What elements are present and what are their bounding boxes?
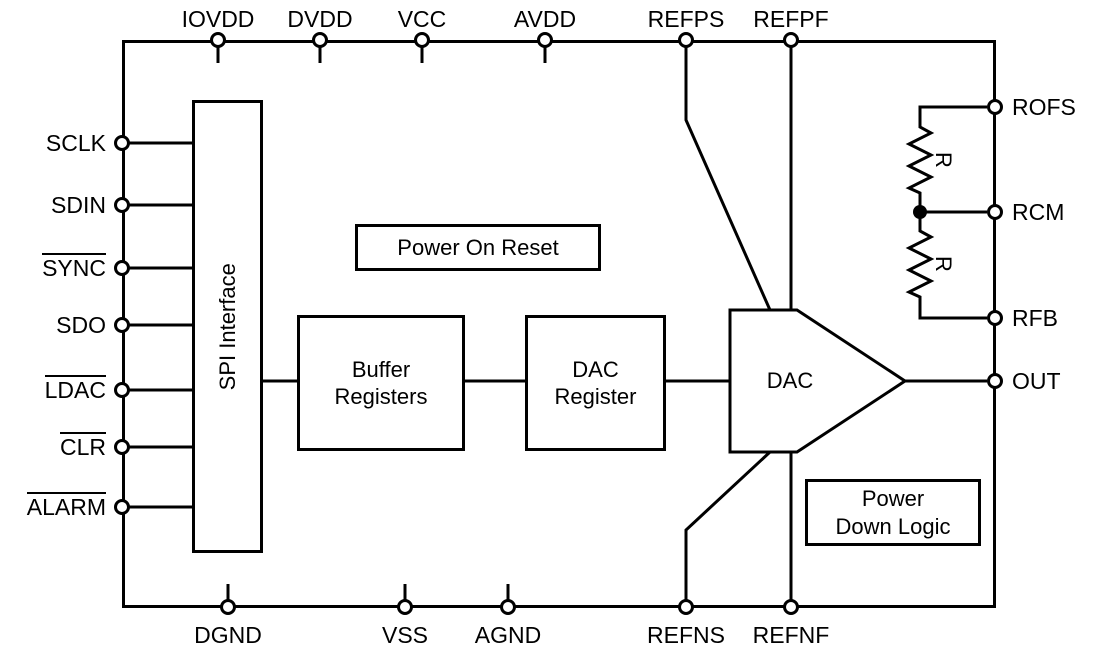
power-down-logic-label-line1: Power	[861, 486, 925, 511]
pin-sclk	[114, 135, 130, 151]
pin-label-sclk: SCLK	[45, 130, 106, 156]
dac-register-block: DAC Register	[525, 315, 666, 451]
pin-label-vss: VSS	[381, 622, 429, 648]
pin-dgnd	[220, 599, 236, 615]
pin-label-sync-text: SYNC	[42, 253, 106, 281]
pin-label-sdin: SDIN	[51, 192, 106, 218]
dac-register-label-line2: Register	[554, 384, 637, 409]
pin-label-agnd: AGND	[474, 622, 542, 648]
pin-avdd	[537, 32, 553, 48]
buffer-registers-block: Buffer Registers	[297, 315, 465, 451]
pin-sdin	[114, 197, 130, 213]
pin-refnf	[783, 599, 799, 615]
pin-rofs	[987, 99, 1003, 115]
resistor-1-label: R	[931, 152, 956, 168]
pin-vcc	[414, 32, 430, 48]
spi-interface-block: SPI Interface	[192, 100, 263, 553]
pin-vss	[397, 599, 413, 615]
buffer-registers-label-line2: Registers	[334, 384, 428, 409]
pin-alarm	[114, 499, 130, 515]
pin-label-refps: REFPS	[647, 6, 725, 32]
pin-refpf	[783, 32, 799, 48]
pin-label-refnf: REFNF	[752, 622, 830, 648]
pin-label-ldac-text: LDAC	[44, 375, 106, 403]
pin-sdo	[114, 317, 130, 333]
pin-rcm	[987, 204, 1003, 220]
pin-sync	[114, 260, 130, 276]
pin-label-alarm: ALARM	[0, 492, 106, 522]
power-down-logic-block: Power Down Logic	[805, 479, 981, 546]
pin-clr	[114, 439, 130, 455]
pin-out	[987, 373, 1003, 389]
pin-label-clr: CLR	[0, 432, 106, 462]
power-down-logic-label-line2: Down Logic	[835, 513, 951, 539]
pin-label-out: OUT	[1012, 368, 1061, 394]
pin-label-rofs: ROFS	[1012, 94, 1076, 120]
pin-label-clr-text: CLR	[59, 432, 106, 460]
pin-label-rcm: RCM	[1012, 199, 1065, 225]
pin-label-avdd: AVDD	[513, 6, 577, 32]
pin-agnd	[500, 599, 516, 615]
resistor-2-label: R	[931, 256, 956, 272]
dac-register-label-line1: DAC	[572, 356, 619, 382]
pin-rfb	[987, 310, 1003, 326]
pin-label-alarm-text: ALARM	[26, 492, 106, 520]
pin-dvdd	[312, 32, 328, 48]
power-on-reset-label: Power On Reset	[397, 234, 559, 260]
pin-refns	[678, 599, 694, 615]
pin-iovdd	[210, 32, 226, 48]
pin-label-refns: REFNS	[647, 622, 725, 648]
pin-label-dgnd: DGND	[194, 622, 262, 648]
buffer-registers-label-line1: Buffer	[351, 356, 411, 382]
pin-label-ldac: LDAC	[0, 375, 106, 405]
spi-interface-label: SPI Interface	[214, 262, 240, 391]
pin-label-dvdd: DVDD	[287, 6, 353, 32]
dac-label: DAC	[766, 368, 814, 393]
pin-label-vcc: VCC	[397, 6, 447, 32]
pin-label-rfb: RFB	[1012, 305, 1058, 331]
pin-label-sync: SYNC	[0, 253, 106, 283]
pin-label-iovdd: IOVDD	[181, 6, 255, 32]
pin-ldac	[114, 382, 130, 398]
pin-refps	[678, 32, 694, 48]
pin-label-sdo: SDO	[56, 312, 106, 338]
pin-label-refpf: REFPF	[753, 6, 829, 32]
power-on-reset-block: Power On Reset	[355, 224, 601, 271]
